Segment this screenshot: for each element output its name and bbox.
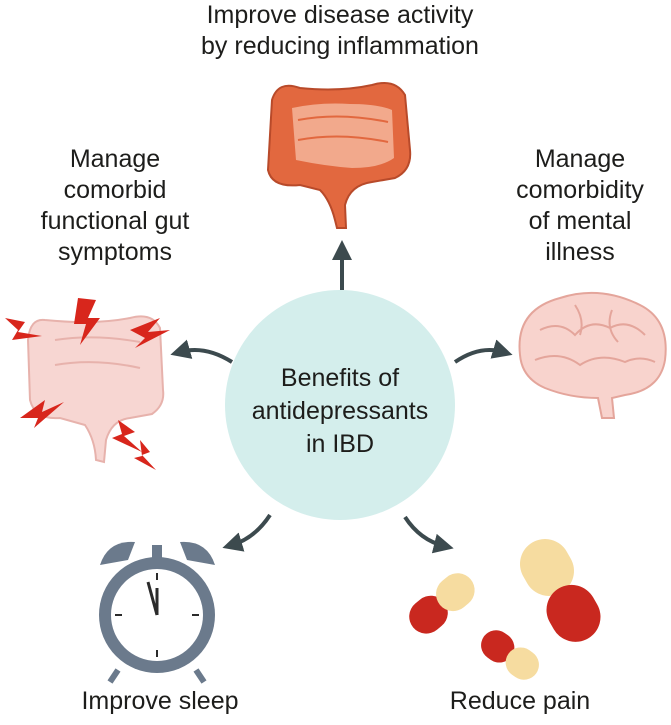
alarm-clock-icon xyxy=(99,541,215,684)
arrows xyxy=(170,240,513,554)
label-line: Manage xyxy=(69,145,161,173)
label-line: by reducing inflammation xyxy=(201,32,479,60)
brain-icon xyxy=(518,291,667,419)
inflamed-colon-icon xyxy=(266,82,412,229)
arrow-left xyxy=(170,339,234,364)
center-circle xyxy=(225,290,455,520)
label-line: Improve sleep xyxy=(81,687,239,715)
label-line: symptoms xyxy=(58,238,172,266)
label-line: Manage xyxy=(534,145,626,173)
benefit-top-label: Improve disease activity by reducing inf… xyxy=(130,0,550,62)
center-label-line: in IBD xyxy=(305,430,375,458)
pills-icon xyxy=(409,539,601,680)
label-line: illness xyxy=(545,238,615,266)
label-line: Improve disease activity xyxy=(206,1,474,29)
benefit-bottom-right-label: Reduce pain xyxy=(410,686,630,717)
label-line: of mental xyxy=(528,207,632,235)
benefit-right-label: Manage comorbidity of mental illness xyxy=(490,144,670,268)
arrow-bottom-right xyxy=(403,515,454,554)
arrow-bottom-left xyxy=(222,513,272,552)
center-label: Benefits of antidepressants in IBD xyxy=(240,362,440,461)
arrow-right xyxy=(453,339,513,364)
label-line: Reduce pain xyxy=(449,687,591,715)
painful-gut-icon xyxy=(5,298,170,470)
label-line: comorbid xyxy=(63,176,167,204)
benefit-bottom-left-label: Improve sleep xyxy=(40,686,280,717)
center-label-line: Benefits of xyxy=(280,364,400,392)
benefit-left-label: Manage comorbid functional gut symptoms xyxy=(10,144,220,268)
center-label-line: antidepressants xyxy=(251,397,429,425)
label-line: comorbidity xyxy=(516,176,644,204)
label-line: functional gut xyxy=(40,207,190,235)
